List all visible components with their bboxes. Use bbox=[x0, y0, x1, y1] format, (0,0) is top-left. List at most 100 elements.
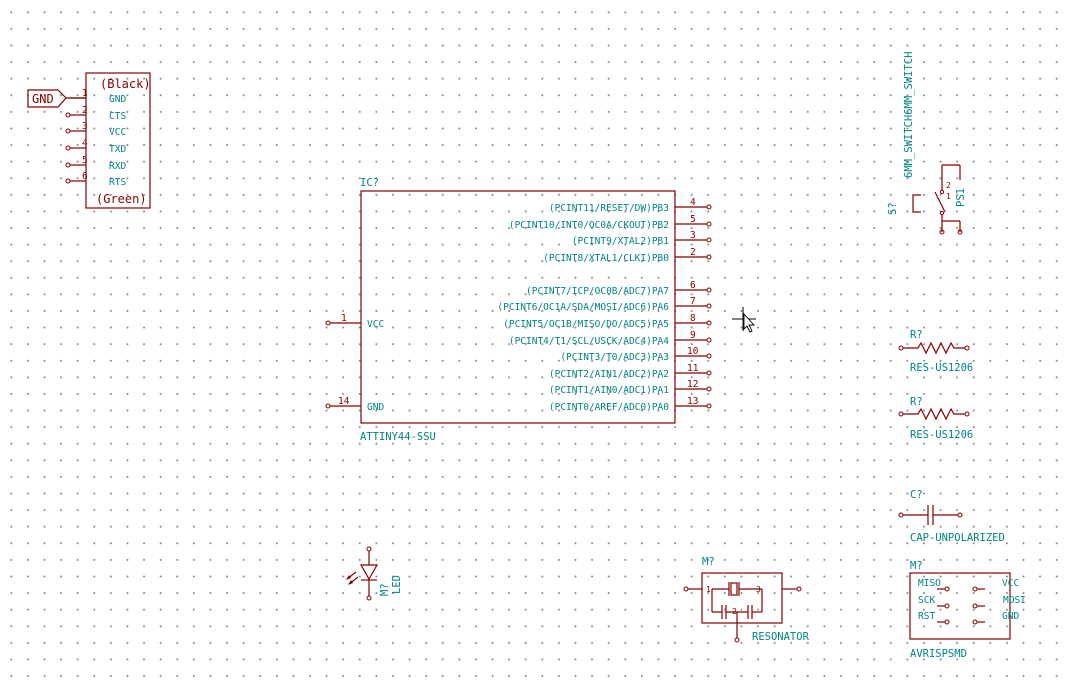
ic-pin-number: 2 bbox=[690, 247, 696, 258]
ftdi-pin[interactable]: 5 RXD bbox=[65, 155, 126, 172]
ic-pin-right[interactable]: 11 (PCINT2/AIN1/ADC2)PA2 bbox=[549, 363, 712, 380]
avrisp-pin-end[interactable] bbox=[944, 586, 950, 592]
ic-pin-number: 9 bbox=[690, 330, 696, 341]
capacitor-pin-end bbox=[898, 512, 904, 518]
ftdi-pin-end bbox=[65, 145, 71, 151]
ftdi-bottom-label: (Green) bbox=[96, 192, 147, 206]
ftdi-pin[interactable]: 4 TXD bbox=[65, 138, 126, 155]
led-reference: M? bbox=[379, 583, 391, 596]
ic-pin-name: GND bbox=[367, 402, 384, 413]
switch-pin-end bbox=[939, 229, 945, 235]
ic-pin-name: VCC bbox=[367, 319, 384, 330]
capacitor[interactable]: C? CAP-UNPOLARIZED bbox=[898, 489, 1005, 544]
avrisp-pin-end[interactable] bbox=[944, 619, 950, 625]
led-pin-end bbox=[366, 546, 372, 552]
resistor-2-pin-end bbox=[898, 411, 904, 417]
ftdi-pin-name: GND bbox=[109, 94, 126, 105]
resonator-crystal bbox=[730, 582, 738, 596]
ic-pin-left[interactable]: 1 VCC bbox=[325, 313, 384, 330]
resistor-1-value: RES-US1206 bbox=[910, 362, 973, 374]
switch-contact-point bbox=[939, 189, 945, 195]
resonator-pin-number: 1 bbox=[706, 585, 711, 594]
switch-label: PS1 bbox=[955, 188, 967, 207]
avrisp-pin-end[interactable] bbox=[972, 619, 978, 625]
ic-pin-number: 14 bbox=[338, 396, 350, 407]
ic-pin-end bbox=[706, 303, 712, 309]
led[interactable]: M? LED bbox=[346, 546, 403, 601]
ic-pin-number: 5 bbox=[690, 214, 696, 225]
led-emission-arrowhead bbox=[346, 575, 351, 580]
ic-pin-end bbox=[706, 320, 712, 326]
ftdi-pin-end bbox=[65, 112, 71, 118]
avrisp-pin-label-left: SCK bbox=[918, 595, 935, 606]
ic-pin-end bbox=[706, 287, 712, 293]
resistor-1-reference: R? bbox=[910, 329, 923, 341]
led-emission-arrowhead bbox=[348, 580, 353, 585]
ic-pin-name: (PCINT1/AIN0/ADC1)PA1 bbox=[549, 385, 669, 396]
resistor-1[interactable]: R? RES-US1206 bbox=[898, 329, 973, 374]
switch-pin-end bbox=[957, 229, 963, 235]
capacitor-value: CAP-UNPOLARIZED bbox=[910, 532, 1005, 544]
ftdi-pin[interactable]: 1 GND bbox=[70, 88, 126, 105]
ic-pin-number: 7 bbox=[690, 296, 696, 307]
ftdi-pin-name: CTS bbox=[109, 111, 126, 122]
capacitor-pin-end bbox=[957, 512, 963, 518]
ic-pin-right[interactable]: 4 (PCINT11/RESET/DW)PB3 bbox=[549, 197, 712, 214]
switch-value: 6MM_SWITCH6MM_SWITCH bbox=[903, 52, 915, 178]
ftdi-pin-number: 1 bbox=[82, 88, 88, 99]
ic-pin-name: (PCINT8/XTAL1/CLKI)PB0 bbox=[543, 253, 669, 264]
ic-pin-right[interactable]: 5 (PCINT10/INT0/OC0A/CKOUT)PB2 bbox=[509, 214, 712, 231]
avrisp-pin-label-right: GND bbox=[1002, 611, 1019, 622]
ic-pin-right[interactable]: 7 (PCINT6/OC1A/SDA/MOSI/ADC6)PA6 bbox=[497, 296, 712, 313]
led-value: LED bbox=[391, 575, 403, 594]
ic-pin-right[interactable]: 3 (PCINT9/XTAL2)PB1 bbox=[572, 230, 712, 247]
switch-reference: S? bbox=[887, 202, 899, 215]
ftdi-pin-list: 1 GND 2 CTS 3 VCC 4 TXD bbox=[65, 88, 126, 188]
led-triangle bbox=[359, 564, 379, 581]
ftdi-pin-number: 6 bbox=[82, 171, 88, 182]
ic-pin-right[interactable]: 8 (PCINT5/OC1B/MISO/DO/ADC5)PA5 bbox=[503, 313, 712, 330]
ic-pin-right[interactable]: 13 (PCINT0/AREF/ADC0)PA0 bbox=[549, 396, 712, 413]
ic-pin-end bbox=[706, 386, 712, 392]
ic-pin-name: (PCINT11/RESET/DW)PB3 bbox=[549, 203, 669, 214]
pushbutton-switch[interactable]: 6MM_SWITCH6MM_SWITCH S? PS1 1 2 bbox=[887, 52, 967, 235]
ic-pin-end bbox=[325, 320, 331, 326]
avrisp-header[interactable]: M? MISO SCK RST VCC MOSI GND AVRISPSMD bbox=[909, 560, 1026, 660]
ftdi-top-label: (Black) bbox=[100, 77, 151, 91]
resonator[interactable]: M? 1 3 2 RESONATOR bbox=[683, 556, 810, 643]
ic-pin-right[interactable]: 12 (PCINT1/AIN0/ADC1)PA1 bbox=[549, 379, 712, 396]
ftdi-pin-number: 5 bbox=[82, 155, 88, 166]
resistor-2[interactable]: R? RES-US1206 bbox=[898, 396, 973, 441]
ftdi-pin-number: 3 bbox=[82, 121, 88, 132]
avrisp-pin-end[interactable] bbox=[944, 603, 950, 609]
attiny44-ic[interactable]: IC? ATTINY44-SSU 1 VCC 14 GND 4 (PCINT11… bbox=[325, 177, 712, 443]
ic-pin-end bbox=[706, 370, 712, 376]
ic-pin-left[interactable]: 14 GND bbox=[325, 396, 384, 413]
ftdi-pin[interactable]: 6 RTS bbox=[65, 171, 126, 188]
ftdi-connector[interactable]: (Black) (Green) GND 1 GND 2 CTS 3 bbox=[27, 72, 151, 209]
avrisp-value: AVRISPSMD bbox=[910, 648, 967, 660]
ic-value: ATTINY44-SSU bbox=[360, 431, 436, 443]
avrisp-pin-label-left: RST bbox=[918, 611, 935, 622]
ftdi-pin[interactable]: 3 VCC bbox=[65, 121, 126, 138]
ic-pin-right[interactable]: 9 (PCINT4/T1/SCL/USCK/ADC4)PA4 bbox=[509, 330, 712, 347]
ic-pin-right[interactable]: 10 (PCINT3/T0/ADC3)PA3 bbox=[560, 346, 712, 363]
switch-contact-point bbox=[939, 210, 945, 216]
ftdi-pin-name: TXD bbox=[109, 144, 126, 155]
ic-pin-name: (PCINT0/AREF/ADC0)PA0 bbox=[549, 402, 669, 413]
ic-pin-end bbox=[706, 254, 712, 260]
resistor-2-reference: R? bbox=[910, 396, 923, 408]
ic-body bbox=[360, 190, 676, 424]
ftdi-pin[interactable]: 2 CTS bbox=[65, 105, 126, 122]
ic-pin-right[interactable]: 6 (PCINT7/ICP/OC0B/ADC7)PA7 bbox=[526, 280, 712, 297]
resonator-pin-number: 2 bbox=[732, 607, 737, 616]
gnd-global-label-text: GND bbox=[32, 92, 54, 106]
avrisp-pin-end[interactable] bbox=[972, 603, 978, 609]
resonator-reference: M? bbox=[702, 556, 715, 568]
ic-pin-name: (PCINT6/OC1A/SDA/MOSI/ADC6)PA6 bbox=[497, 302, 669, 313]
avrisp-pin-end[interactable] bbox=[972, 586, 978, 592]
ic-pin-end bbox=[706, 403, 712, 409]
resistor-2-pin-end bbox=[964, 411, 970, 417]
ic-pin-right[interactable]: 2 (PCINT8/XTAL1/CLKI)PB0 bbox=[543, 247, 712, 264]
